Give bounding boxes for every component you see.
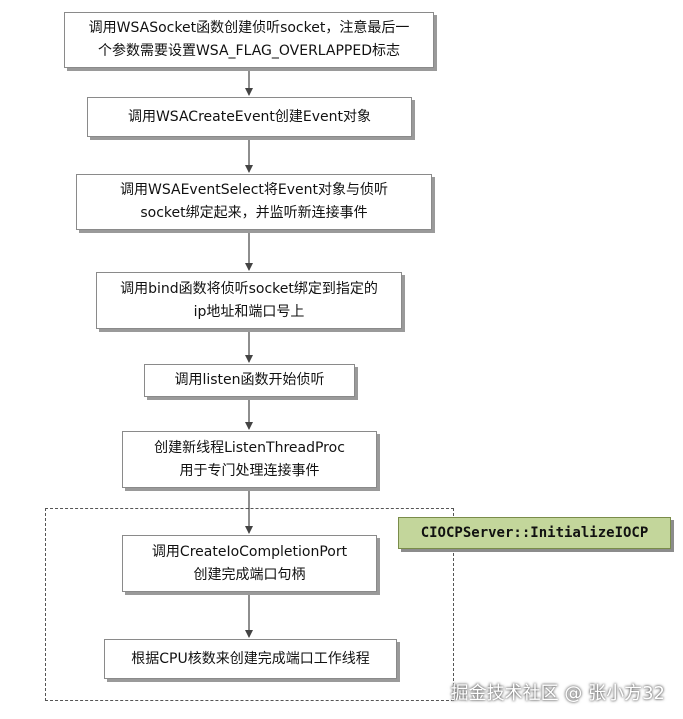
step-event-select: 调用WSAEventSelect将Event对象与侦听 socket绑定起来，并… <box>76 174 432 230</box>
step-listen: 调用listen函数开始侦听 <box>144 364 355 397</box>
step-create-event: 调用WSACreateEvent创建Event对象 <box>87 97 412 137</box>
step-create-listen-socket: 调用WSASocket函数创建侦听socket，注意最后一 个参数需要设置WSA… <box>64 12 434 68</box>
group-label: CIOCPServer::InitializeIOCP <box>398 517 671 549</box>
step-text-line: ip地址和端口号上 <box>193 303 305 320</box>
step-text-line: 调用WSACreateEvent创建Event对象 <box>127 108 372 125</box>
step-text-line: 创建完成端口句柄 <box>193 566 306 583</box>
step-create-worker-threads: 根据CPU核数来创建完成端口工作线程 <box>104 639 397 679</box>
step-text-line: 用于专门处理连接事件 <box>179 462 320 479</box>
watermark: 掘金技术社区 @ 张小方32 <box>450 683 665 704</box>
step-text-line: 调用bind函数将侦听socket绑定到指定的 <box>120 280 378 297</box>
step-create-listen-thread: 创建新线程ListenThreadProc 用于专门处理连接事件 <box>122 431 377 488</box>
step-text-line: 根据CPU核数来创建完成端口工作线程 <box>131 650 370 667</box>
step-text-line: 个参数需要设置WSA_FLAG_OVERLAPPED标志 <box>97 43 401 59</box>
step-text-line: 调用WSASocket函数创建侦听socket，注意最后一 <box>88 20 410 36</box>
step-text-line: 创建新线程ListenThreadProc <box>154 439 345 456</box>
iocp-init-group <box>45 508 454 701</box>
step-text-line: socket绑定起来，并监听新连接事件 <box>140 205 368 221</box>
step-bind-socket: 调用bind函数将侦听socket绑定到指定的 ip地址和端口号上 <box>96 272 402 329</box>
step-text-line: 调用CreateIoCompletionPort <box>151 543 348 560</box>
step-create-completion-port: 调用CreateIoCompletionPort 创建完成端口句柄 <box>122 535 377 592</box>
step-text-line: 调用listen函数开始侦听 <box>174 372 325 388</box>
step-text-line: 调用WSAEventSelect将Event对象与侦听 <box>120 182 388 198</box>
